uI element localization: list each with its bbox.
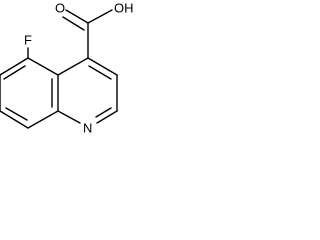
bond-n1-c8a [57,110,81,124]
bond-c7-c8 [0,110,29,129]
bond-c-o-double-b [62,16,85,31]
bond-c2-n1-inner [95,107,112,118]
bond-c-o-double-a [65,9,89,24]
bond-c4-c3-inner [88,65,112,80]
benzene-ring [0,57,59,129]
bond-c4a-c4 [57,57,89,76]
atom-label-fluorine: F [24,33,32,48]
atom-label-hydroxyl: OH [114,1,134,16]
bond-c2-n1 [96,110,118,124]
pyridine-ring [57,57,118,124]
bond-c4-c3 [87,57,118,76]
bond-c8-c8a [27,110,59,129]
atom-label-ring-nitrogen: N [83,121,92,136]
atom-label-carbonyl-oxygen: O [55,1,65,16]
bond-c-oh [87,9,113,24]
bond-c5-c6 [0,57,29,76]
bond-c6-c6-inner [3,65,26,80]
bond-c4a-c5 [27,57,59,76]
carboxyl-group [62,9,113,59]
bond-c7-c8-inner [5,107,28,121]
quinoline-structure-diagram: F O OH N [0,1,134,136]
